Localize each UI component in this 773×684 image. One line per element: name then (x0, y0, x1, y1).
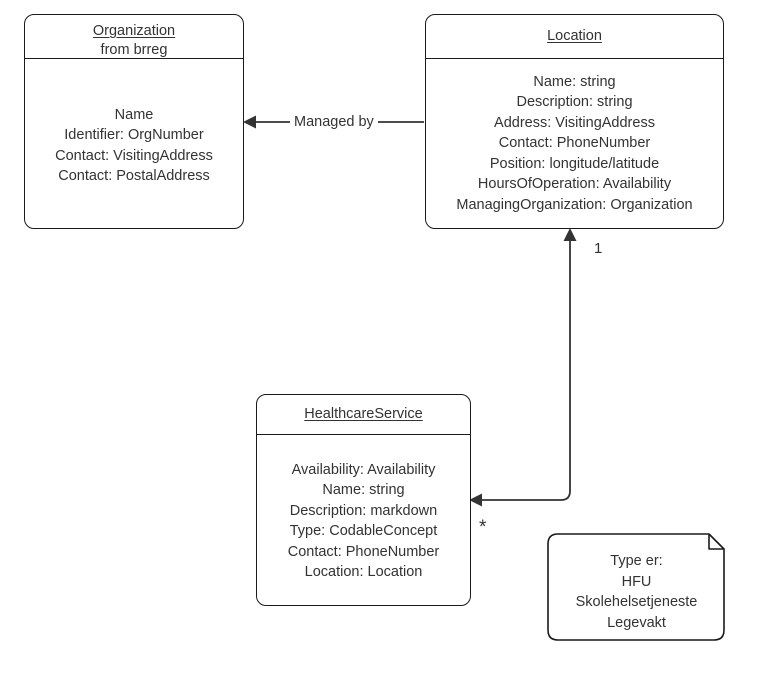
class-attributes-healthcareservice: Availability: Availability Name: string … (257, 435, 470, 605)
note-type-er[interactable]: Type er: HFU Skolehelsetjeneste Legevakt (548, 534, 725, 640)
note-line: Legevakt (607, 614, 666, 631)
class-title-organization: Organization (92, 23, 176, 39)
class-attribute: Description: markdown (289, 502, 438, 519)
edge-label-multiplicity-one: 1 (590, 240, 607, 258)
class-header-location: Location (426, 15, 723, 59)
class-attribute: Type: CodableConcept (289, 523, 438, 539)
connector-location-healthcareservice (469, 228, 577, 507)
note-shape (547, 533, 725, 641)
class-attributes-organization: Name Identifier: OrgNumber Contact: Visi… (25, 59, 243, 228)
class-attribute: Name: string (533, 73, 616, 90)
class-box-organization[interactable]: Organization from brreg Name Identifier:… (24, 14, 244, 229)
note-line: Type er: (610, 553, 663, 569)
edge-label-managed-by: Managed by (290, 113, 378, 131)
class-attribute: Position: longitude/latitude (489, 155, 660, 172)
class-attribute: Name (114, 106, 154, 123)
note-text: Type er: HFU Skolehelsetjeneste Legevakt (548, 534, 725, 640)
class-attribute: Availability: Availability (291, 461, 436, 478)
class-attribute: Contact: PostalAddress (58, 168, 210, 184)
class-attribute: Identifier: OrgNumber (64, 127, 204, 143)
class-box-location[interactable]: Location Name: string Description: strin… (425, 14, 724, 229)
class-attribute: Name: string (322, 482, 405, 498)
note-line: HFU (621, 573, 652, 590)
class-attribute: Contact: VisitingAddress (55, 147, 213, 164)
class-attribute: Location: Location (304, 564, 423, 580)
class-attribute: Address: VisitingAddress (494, 114, 655, 131)
class-title-healthcareservice: HealthcareService (304, 406, 423, 422)
class-header-organization: Organization from brreg (25, 15, 243, 59)
class-attribute: ManagingOrganization: Organization (456, 196, 693, 213)
class-box-healthcareservice[interactable]: HealthcareService Availability: Availabi… (256, 394, 471, 606)
class-attribute: Description: string (516, 94, 633, 111)
class-attribute: Contact: PhoneNumber (498, 135, 651, 152)
class-title-location: Location (547, 28, 602, 44)
class-subtitle-organization: from brreg (100, 42, 168, 58)
class-attribute: HoursOfOperation: Availability (477, 176, 672, 193)
class-attribute: Contact: PhoneNumber (287, 543, 440, 560)
class-attributes-location: Name: string Description: string Address… (426, 59, 723, 228)
edge-label-multiplicity-many: * (475, 518, 491, 537)
class-header-healthcareservice: HealthcareService (257, 395, 470, 435)
note-line: Skolehelsetjeneste (575, 594, 698, 610)
